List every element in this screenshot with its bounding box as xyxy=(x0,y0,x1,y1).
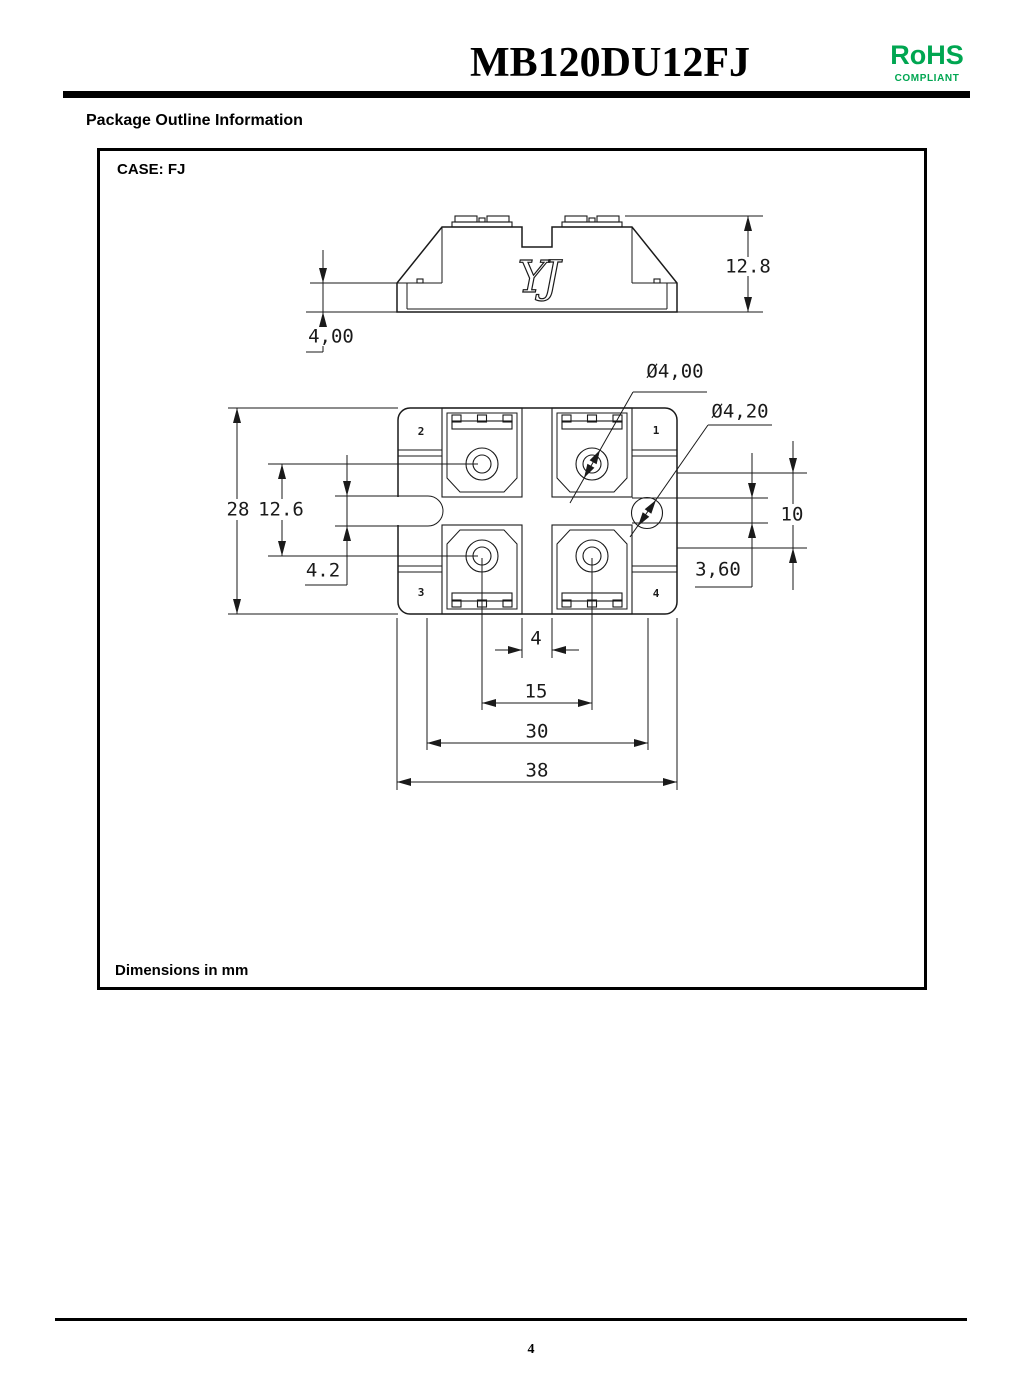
package-outline-box: CASE: FJ YJ xyxy=(97,148,927,990)
terminal-pad-2 xyxy=(441,407,523,498)
dim-module-height: 12.8 xyxy=(725,256,771,278)
dim-base-thickness: 4,00 xyxy=(308,326,354,348)
terminal-pad-1 xyxy=(551,407,633,498)
side-view: YJ xyxy=(396,215,678,313)
package-drawing: YJ 12.8 4,00 xyxy=(222,215,807,790)
corner-block-lines xyxy=(398,449,677,573)
case-label: CASE: FJ xyxy=(117,161,186,178)
page-title: MB120DU12FJ xyxy=(470,40,750,86)
dim-body-length: 38 xyxy=(526,760,549,782)
side-view-terminal-tabs xyxy=(451,215,623,228)
section-heading: Package Outline Information xyxy=(86,112,303,129)
header-rule xyxy=(63,91,970,98)
top-view-body xyxy=(397,407,678,615)
dim-slot-width: 4.2 xyxy=(306,560,340,582)
rohs-label: RoHS xyxy=(890,40,964,70)
rohs-badge: RoHS COMPLIANT xyxy=(884,40,970,85)
terminal-number-2: 2 xyxy=(418,425,425,438)
side-view-outline xyxy=(396,226,678,313)
footer-rule xyxy=(55,1318,967,1321)
dim-center-gap: 4 xyxy=(530,628,541,650)
dim-edge-offset: 3,60 xyxy=(695,559,741,581)
dim-mount-pitch: 30 xyxy=(526,721,549,743)
dim-hole-pitch: 10 xyxy=(781,504,804,526)
dimensions-note: Dimensions in mm xyxy=(115,962,249,979)
page-number: 4 xyxy=(527,1342,535,1357)
dim-body-width: 28 xyxy=(227,499,250,521)
rohs-compliant-label: COMPLIANT xyxy=(894,73,960,84)
terminal-number-3: 3 xyxy=(418,586,425,599)
top-view: 2 1 3 4 xyxy=(396,407,678,615)
top-view-dimensions: 28 12.6 4.2 Ø4,00 Ø4,20 10 3,60 4 15 30 … xyxy=(222,361,807,790)
side-view-latch-right xyxy=(653,278,661,284)
mounting-slot xyxy=(398,495,444,527)
terminal-number-1: 1 xyxy=(653,424,660,437)
dim-screw-diameter: Ø4,00 xyxy=(646,361,703,383)
brand-logo: YJ xyxy=(518,252,563,303)
side-view-latch-left xyxy=(416,278,424,284)
terminal-number-4: 4 xyxy=(653,587,660,600)
side-view-dimensions: 12.8 4,00 xyxy=(303,215,771,353)
dim-terminal-pitch-y: 12.6 xyxy=(258,499,304,521)
dim-terminal-pitch-x: 15 xyxy=(525,681,548,703)
dim-hole-diameter: Ø4,20 xyxy=(711,401,768,423)
